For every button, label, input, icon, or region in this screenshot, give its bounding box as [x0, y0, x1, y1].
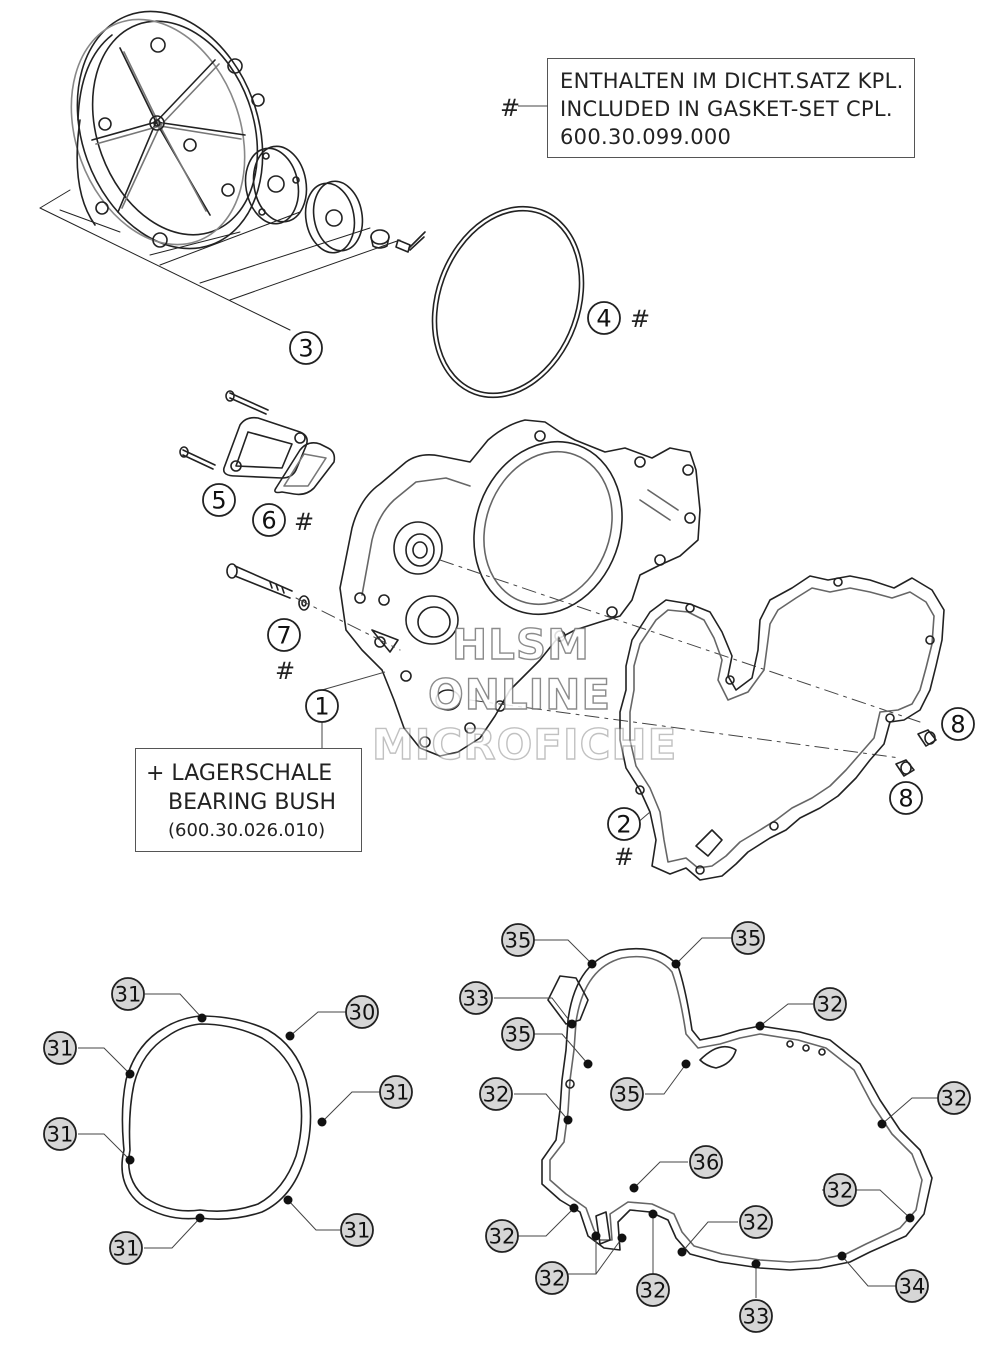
callout-1: 1 — [305, 689, 339, 723]
svg-text:33: 33 — [743, 1305, 770, 1329]
bolt-with-washer — [226, 563, 310, 611]
svg-text:32: 32 — [941, 1087, 968, 1111]
callout-32: 32 — [739, 1205, 773, 1239]
svg-text:7: 7 — [276, 622, 291, 650]
legend-line-2: INCLUDED IN GASKET-SET CPL. — [560, 97, 893, 121]
callout-32: 32 — [937, 1081, 971, 1115]
svg-text:35: 35 — [505, 1023, 532, 1047]
svg-text:5: 5 — [211, 487, 226, 515]
callout-33: 33 — [739, 1299, 773, 1333]
callout-32: 32 — [485, 1219, 519, 1253]
svg-text:8: 8 — [950, 711, 965, 739]
callout-35: 35 — [610, 1077, 644, 1111]
callout-32: 32 — [823, 1173, 857, 1207]
svg-text:4: 4 — [596, 305, 611, 333]
svg-text:32: 32 — [489, 1225, 516, 1249]
callout-31: 31 — [379, 1075, 413, 1109]
callout-31: 31 — [43, 1031, 77, 1065]
svg-text:31: 31 — [344, 1219, 371, 1243]
svg-text:32: 32 — [743, 1211, 770, 1235]
svg-text:6: 6 — [261, 507, 276, 535]
svg-text:35: 35 — [614, 1083, 641, 1107]
callout-31: 31 — [111, 977, 145, 1011]
svg-text:1: 1 — [314, 693, 329, 721]
svg-text:33: 33 — [463, 987, 490, 1011]
callout-35: 35 — [731, 921, 765, 955]
callout-32: 32 — [535, 1261, 569, 1295]
svg-text:31: 31 — [383, 1081, 410, 1105]
dowel-pins — [895, 729, 937, 777]
gasket-mark-part-2: # — [614, 843, 635, 871]
gasket-set-legend-box: ENTHALTEN IM DICHT.SATZ KPL. INCLUDED IN… — [547, 58, 915, 158]
callout-4: 4 — [587, 301, 621, 335]
svg-text:2: 2 — [616, 811, 631, 839]
callout-7: 7 — [267, 618, 301, 652]
svg-text:36: 36 — [693, 1151, 720, 1175]
callout-6: 6 — [252, 503, 286, 537]
callout-31: 31 — [340, 1213, 374, 1247]
watermark-line-2: ONLINE — [427, 669, 612, 719]
callout-8: 8 — [941, 707, 975, 741]
legend-connector — [518, 105, 548, 107]
callouts-lower: 31 30 31 31 31 31 31 35 35 33 35 32 32 35 32 36 32 32 32 32… — [43, 921, 971, 1333]
legend-symbol: # — [500, 94, 521, 122]
callout-5: 5 — [202, 483, 236, 517]
callout-31: 31 — [109, 1231, 143, 1265]
svg-text:32: 32 — [640, 1279, 667, 1303]
gasket-mark-part-6: # — [294, 508, 315, 536]
svg-text:32: 32 — [483, 1083, 510, 1107]
callout-30: 30 — [345, 995, 379, 1029]
svg-text:31: 31 — [115, 983, 142, 1007]
bearing-note-line-3: (600.30.026.010) — [168, 820, 326, 841]
callout-35: 35 — [501, 923, 535, 957]
legend-line-3: 600.30.099.000 — [560, 125, 732, 149]
crankcase-gasket-upper — [619, 575, 945, 881]
svg-text:31: 31 — [47, 1123, 74, 1147]
callout-8: 8 — [889, 781, 923, 815]
callout-36: 36 — [689, 1145, 723, 1179]
crankcase-gasket-lower — [541, 947, 933, 1271]
svg-text:35: 35 — [505, 929, 532, 953]
svg-text:3: 3 — [298, 335, 313, 363]
svg-text:32: 32 — [539, 1267, 566, 1291]
svg-text:31: 31 — [47, 1037, 74, 1061]
svg-text:32: 32 — [817, 993, 844, 1017]
svg-text:8: 8 — [898, 785, 913, 813]
pump-cover-parts — [179, 390, 336, 496]
gasket-mark-part-4: # — [630, 305, 651, 333]
svg-text:32: 32 — [827, 1179, 854, 1203]
callout-3: 3 — [289, 331, 323, 365]
svg-text:30: 30 — [349, 1001, 376, 1025]
assembly-center-lines — [295, 559, 921, 759]
callout-32: 32 — [813, 987, 847, 1021]
svg-text:31: 31 — [113, 1237, 140, 1261]
gasket-mark-part-7: # — [275, 657, 296, 685]
callout-35: 35 — [501, 1017, 535, 1051]
watermark-line-1: HLSM — [451, 619, 590, 669]
clutch-cover-gasket — [121, 1015, 312, 1220]
crankcase-half — [339, 419, 701, 757]
callouts-upper: 3 4 5 6 7 1 2 8 8 — [202, 301, 975, 841]
callout-32: 32 — [636, 1273, 670, 1307]
callout-31: 31 — [43, 1117, 77, 1151]
callout-34: 34 — [895, 1269, 929, 1303]
bearing-bush-note: + LAGERSCHALE BEARING BUSH (600.30.026.0… — [135, 748, 362, 852]
legend-line-1: ENTHALTEN IM DICHT.SATZ KPL. — [560, 69, 904, 93]
callout-32: 32 — [479, 1077, 513, 1111]
callout-2: 2 — [607, 807, 641, 841]
clutch-cover-assembly — [39, 10, 426, 331]
watermark-line-3: MICROFICHE — [371, 719, 678, 769]
svg-text:34: 34 — [899, 1275, 926, 1299]
bearing-note-line-2: BEARING BUSH — [168, 790, 337, 815]
bearing-note-line-1: + LAGERSCHALE — [146, 761, 333, 786]
o-ring-gasket — [431, 205, 585, 399]
callout-33: 33 — [459, 981, 493, 1015]
svg-text:35: 35 — [735, 927, 762, 951]
